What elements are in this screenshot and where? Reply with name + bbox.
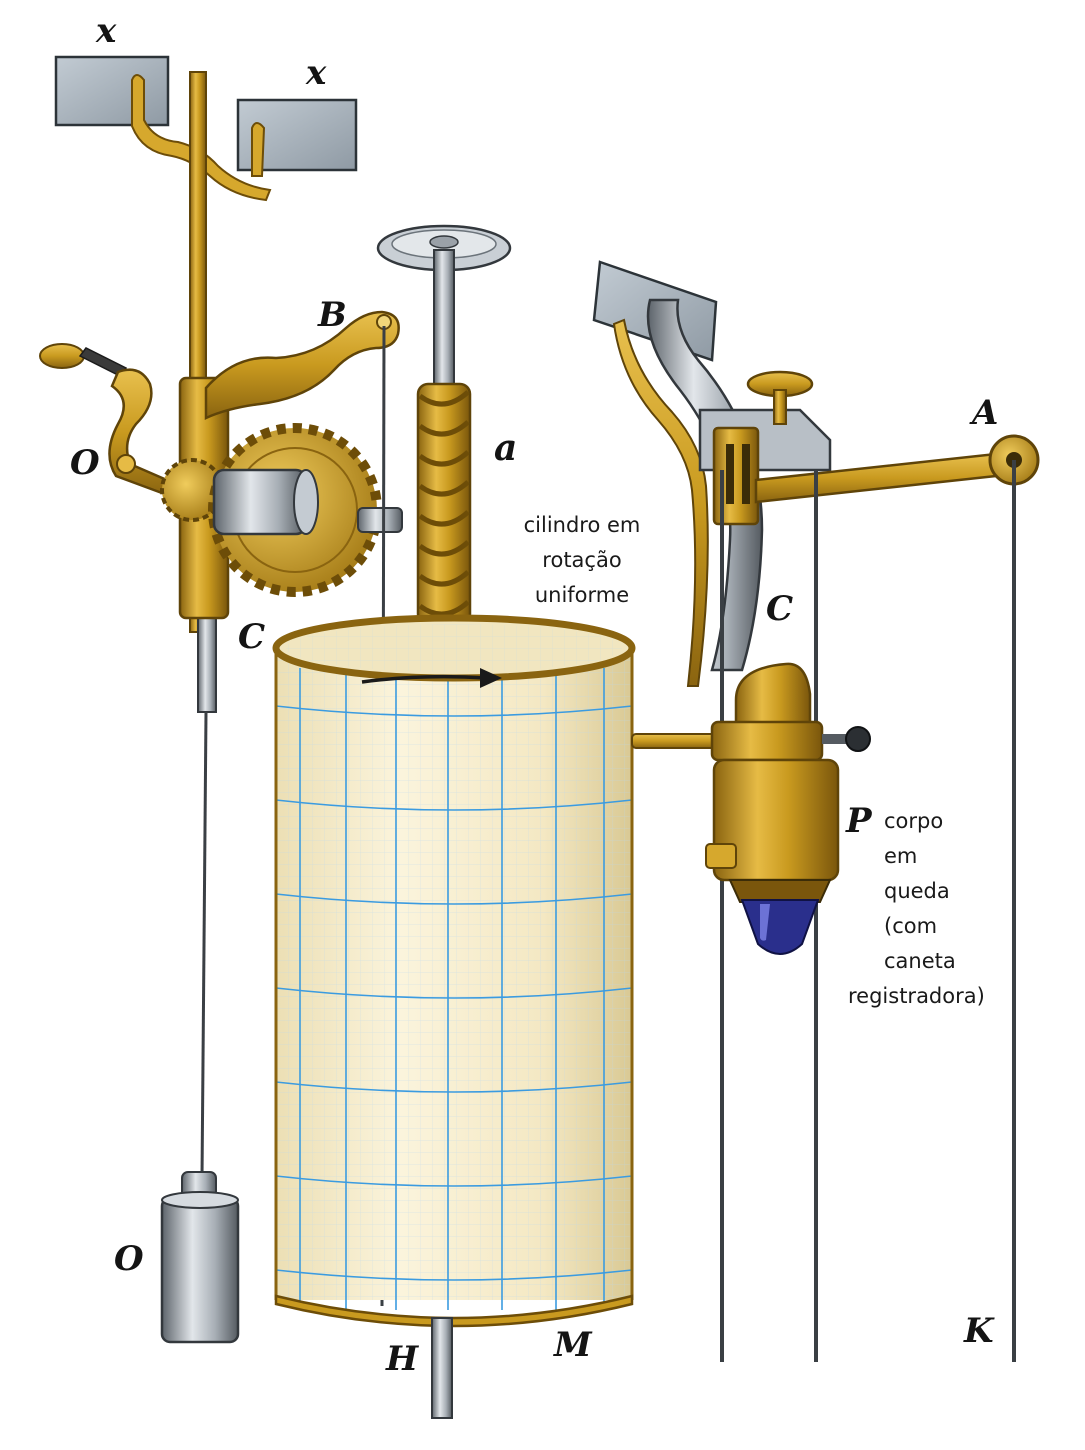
falling-body-P [705, 662, 840, 955]
caption-falling-body-line-6: registradora) [848, 984, 985, 1008]
caption-cylinder-line-3: uniforme [534, 583, 630, 607]
adjustment-screw [746, 370, 814, 425]
label-x-right: x [305, 53, 327, 93]
pen-tip [740, 899, 820, 955]
worm-thread [418, 540, 470, 557]
release-handle [39, 343, 178, 498]
label-x-left: x [95, 11, 117, 51]
caption-cylinder-line-2: rotação [542, 548, 622, 572]
caption-falling-body-line-3: queda [884, 879, 950, 903]
cylinder-grid-horizontal [275, 705, 633, 717]
worm-thread [418, 510, 470, 527]
curved-frame-C [646, 298, 764, 672]
cylinder-grid-horizontal [275, 799, 633, 811]
caption-falling-body-line-1: corpo [884, 809, 944, 833]
worm-thread [418, 450, 470, 467]
label-O-lower: O [114, 1239, 144, 1279]
label-C-right: C [766, 589, 793, 629]
gear-axle [212, 468, 308, 536]
worm-thread [418, 420, 470, 437]
worm-thread [418, 570, 470, 587]
axle-pin [357, 507, 403, 533]
label-a: a [494, 427, 517, 469]
label-O-upper: O [70, 443, 100, 483]
caption-falling-body: corpo em queda (com caneta registradora) [848, 804, 1048, 1014]
worm-thread [418, 390, 470, 407]
label-P: P [845, 801, 873, 841]
caption-falling-body-line-4: (com [884, 914, 938, 938]
cylinder-grid-horizontal [275, 1081, 633, 1093]
cylinder-grid-horizontal [275, 1269, 633, 1281]
rotation-arrow [361, 674, 487, 684]
caption-falling-body-line-5: caneta [884, 949, 956, 973]
bottom-shaft [431, 1317, 453, 1419]
caption-falling-body-line-2: em [884, 844, 918, 868]
worm-screw [416, 382, 472, 626]
caption-cylinder: cilindro em rotação uniforme [520, 508, 644, 613]
label-K: K [963, 1311, 995, 1351]
label-H: H [385, 1339, 420, 1379]
worm-thread [418, 600, 470, 617]
plate-x-left [54, 55, 170, 127]
clamp-knob [822, 726, 871, 752]
plate-clamp-chain [131, 74, 272, 202]
counterweight [160, 1171, 240, 1344]
cylinder-grid-horizontal [275, 1175, 633, 1187]
worm-thread [418, 480, 470, 497]
label-C-left: C [238, 617, 265, 657]
rod-steel-end [197, 611, 217, 713]
label-A: A [969, 393, 998, 433]
caption-cylinder-line-1: cilindro em [523, 513, 641, 537]
recording-cylinder [272, 614, 636, 1328]
cylinder-bottom-rim [274, 1294, 634, 1328]
frame-brass-edge [612, 318, 709, 687]
lever-arm-B [204, 310, 400, 420]
weight-string [200, 711, 208, 1179]
label-B: B [317, 295, 347, 335]
spindle [433, 249, 455, 391]
cylinder-grid-horizontal [275, 987, 633, 999]
cylinder-grid-horizontal [275, 893, 633, 905]
label-M: M [553, 1325, 593, 1365]
rotation-arrowhead [480, 668, 502, 688]
